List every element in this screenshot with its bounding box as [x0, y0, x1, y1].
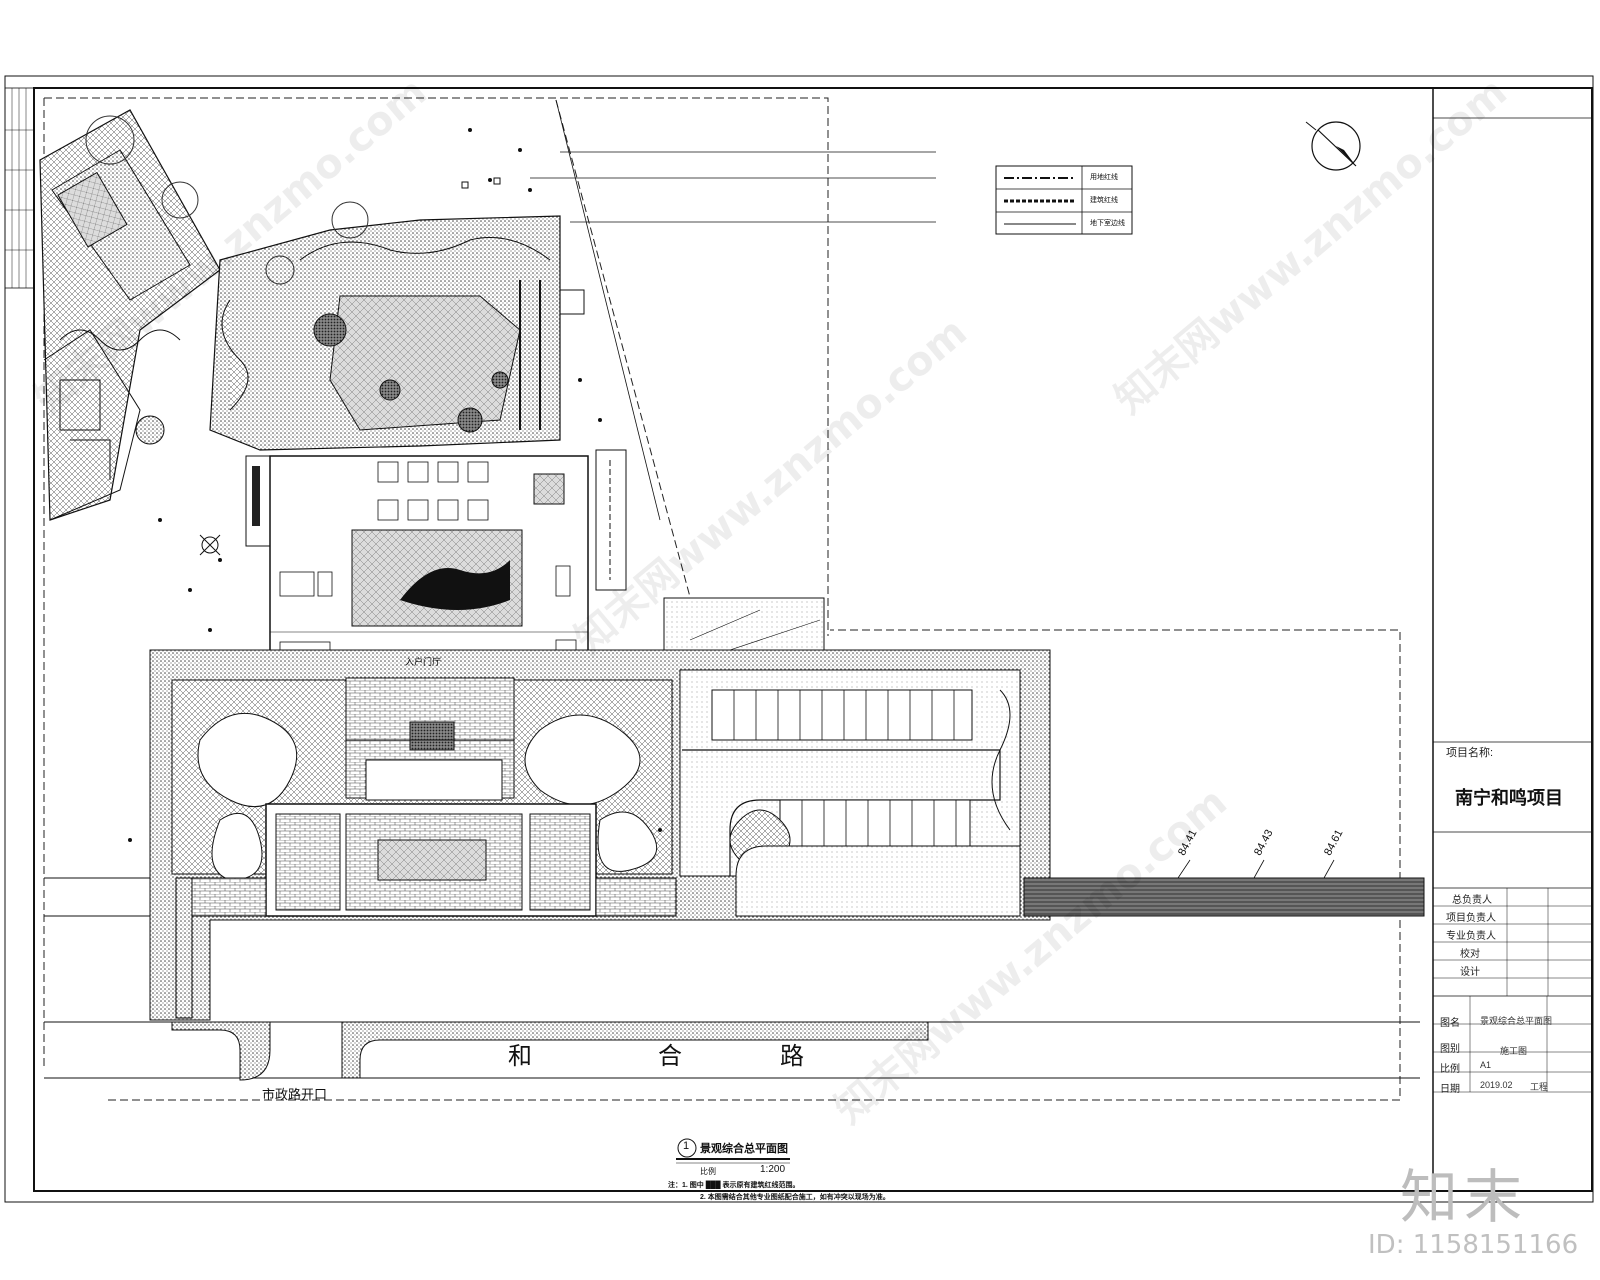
- legend-label-2: 建筑红线: [1090, 197, 1118, 204]
- red-line: [555, 99, 661, 521]
- lobby-plaza-symbol: [199, 534, 221, 556]
- tb-row-label-1: 图名: [1440, 1018, 1460, 1029]
- road-name-char-3: 路: [780, 1042, 804, 1070]
- lobby-building: [245, 455, 589, 679]
- tb-row-value-4: 2019.02: [1480, 1080, 1513, 1090]
- plan-note-2: 2. 本图需结合其他专业图纸配合施工，如有冲突以现场为准。: [700, 1194, 890, 1201]
- project-name: 南宁和鸣项目: [1455, 788, 1563, 808]
- role-3: 专业负责人: [1446, 931, 1496, 942]
- courtyard-garden: [209, 201, 585, 451]
- legend-label-1: 用地红线: [1090, 174, 1118, 181]
- elevation-markers: [1177, 859, 1335, 879]
- plan-scale: 1:200: [760, 1164, 786, 1175]
- figure-number: 1: [683, 1140, 690, 1152]
- role-5: 设计: [1460, 967, 1480, 978]
- legend-label-3: 地下室边线: [1090, 220, 1125, 227]
- road-name-char-2: 合: [658, 1042, 682, 1070]
- tb-row-label-3: 比例: [1440, 1064, 1460, 1075]
- title-block: [1432, 87, 1593, 1192]
- tb-row-value-2: 施工图: [1500, 1046, 1528, 1056]
- legend-box: [995, 165, 1133, 235]
- road-opening-label: 市政路开口: [262, 1087, 328, 1102]
- tb-row-value-3: A1: [1480, 1060, 1492, 1070]
- tree-symbols: [128, 128, 662, 842]
- project-label: 项目名称:: [1446, 747, 1494, 759]
- north-arrow-icon: [1305, 121, 1361, 171]
- scale-prefix: 比例: [700, 1167, 716, 1176]
- plan-title: 景观综合总平面图: [700, 1143, 788, 1155]
- tb-row-label-4: 日期: [1440, 1084, 1460, 1095]
- tb-row-value-1: 景观综合总平面图: [1480, 1016, 1553, 1026]
- figure-title-mark: [676, 1138, 790, 1164]
- tb-row-label-2: 图别: [1440, 1044, 1460, 1055]
- road-curbs: [171, 1021, 929, 1081]
- role-1: 总负责人: [1452, 895, 1492, 906]
- right-strip: [595, 449, 627, 591]
- plan-note-1: 注：1. 图中 ███ 表示原有建筑红线范围。: [668, 1182, 800, 1189]
- image-id: ID: 1158151166: [1368, 1230, 1579, 1260]
- brand-logo: 知末: [1400, 1163, 1529, 1231]
- leader-lines: [530, 151, 936, 223]
- role-2: 项目负责人: [1446, 913, 1496, 924]
- parking-lot: [679, 669, 1021, 917]
- left-building: [43, 329, 141, 521]
- entrance-hall-label: 入户门厅: [405, 657, 442, 667]
- tb-extra: 工程: [1530, 1082, 1549, 1092]
- striped-road: [1023, 877, 1425, 917]
- road-name-char-1: 和: [508, 1042, 532, 1070]
- nw-garden-wing: [39, 109, 221, 521]
- role-4: 校对: [1460, 949, 1480, 960]
- binding-strip: [4, 87, 35, 289]
